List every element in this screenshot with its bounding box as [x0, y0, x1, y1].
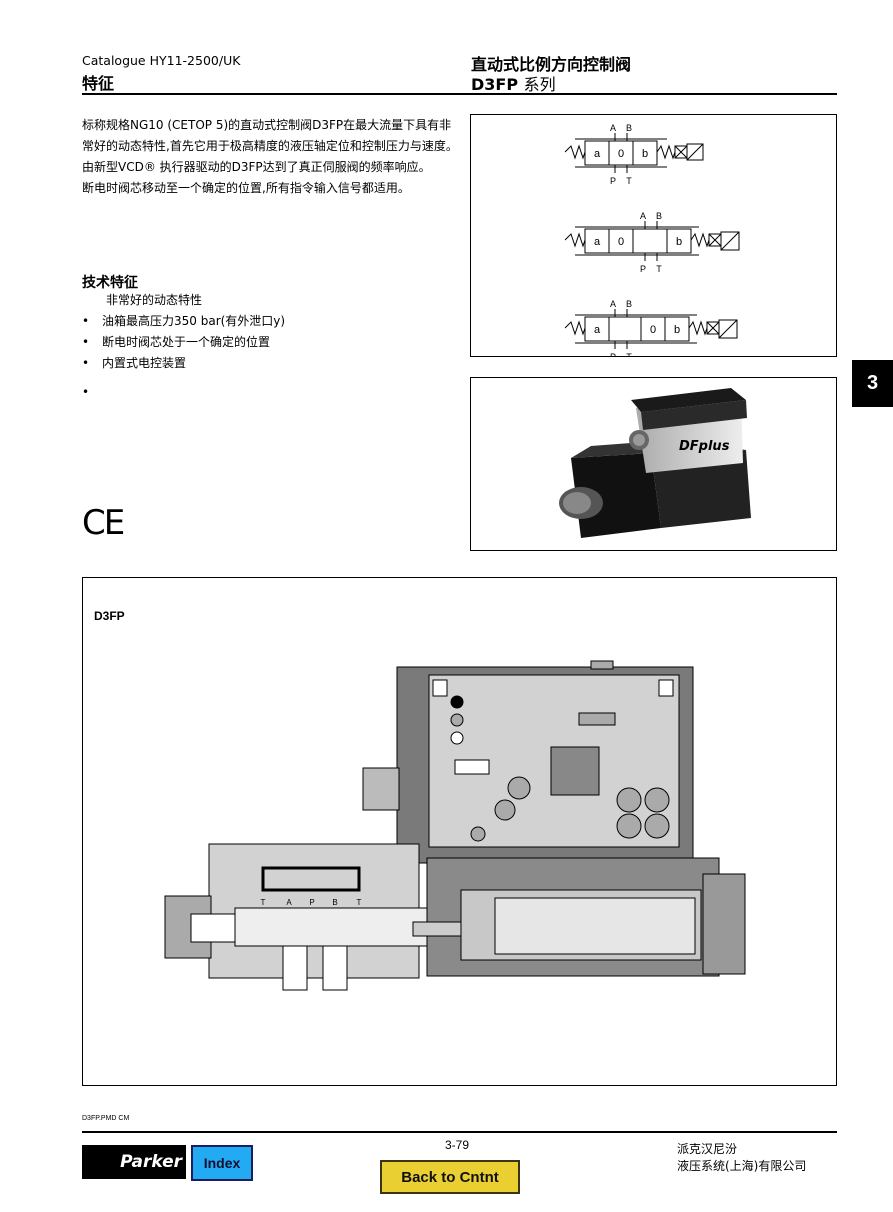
position-label: a [594, 148, 601, 160]
drawing-port-label: T [357, 898, 362, 907]
feature-item: •内置式电控装置 [82, 353, 462, 374]
port-label: B [656, 211, 662, 221]
footer-rule [82, 1131, 837, 1133]
section-title: 特征 [82, 74, 115, 93]
index-button[interactable]: Index [191, 1145, 253, 1181]
chapter-tab: 3 [852, 360, 893, 407]
sectional-drawing-panel: D3FP [82, 577, 837, 1086]
port-label: B [626, 123, 632, 133]
port-label: B [626, 299, 632, 309]
port-label: P [610, 352, 616, 356]
intro-paragraph: 由新型VCD® 执行器驱动的D3FP达到了真正伺服阀的频率响应。 [82, 160, 431, 174]
ce-mark: CE [82, 503, 125, 543]
position-label: b [642, 148, 648, 160]
drawing-port-label: T [261, 898, 266, 907]
hydraulic-symbols-panel: a 0 b A B P T a 0 b A B P T a 0 b A B P … [470, 114, 837, 357]
file-reference: D3FP.PMD CM [82, 1115, 130, 1122]
header-rule [82, 93, 837, 95]
port-label: A [610, 299, 616, 309]
bullet-icon: • [82, 385, 90, 399]
features-list: 非常好的动态特性 •油箱最高压力350 bar(有外泄口y) •断电时阀芯处于一… [82, 290, 462, 403]
intro-paragraph: 标称规格NG10 (CETOP 5)的直动式控制阀D3FP在最大流量下具有非常好… [82, 118, 458, 153]
intro-text: 标称规格NG10 (CETOP 5)的直动式控制阀D3FP在最大流量下具有非常好… [82, 115, 462, 199]
port-label: T [626, 176, 632, 186]
bullet-icon: • [82, 314, 90, 328]
drawing-label: D3FP [94, 609, 125, 623]
product-photo: DFplus [559, 388, 751, 538]
company-name: 派克汉尼汾 [677, 1142, 738, 1156]
drawing-port-label: B [332, 898, 337, 907]
feature-item: •油箱最高压力350 bar(有外泄口y) [82, 311, 462, 332]
port-label: P [610, 176, 616, 186]
position-label: 0 [618, 148, 624, 160]
position-label: b [674, 324, 680, 336]
page-title: 直动式比例方向控制阀 [471, 55, 632, 74]
port-label: T [656, 264, 662, 274]
product-photo-panel: DFplus [470, 377, 837, 551]
page-number: 3-79 [445, 1138, 470, 1152]
drawing-port-label: A [286, 898, 292, 907]
position-label: 0 [618, 236, 624, 248]
feature-item: • [82, 382, 462, 403]
position-label: b [676, 236, 682, 248]
catalogue-number: Catalogue HY11-2500/UK [82, 53, 241, 68]
photo-brand-label: DFplus [679, 439, 730, 454]
port-label: A [610, 123, 616, 133]
back-to-contents-button[interactable]: Back to Cntnt [380, 1160, 520, 1194]
port-label: P [640, 264, 646, 274]
intro-paragraph: 断电时阀芯移动至一个确定的位置,所有指令输入信号都适用。 [82, 181, 410, 195]
series-code: D3FP [471, 75, 519, 94]
feature-item: •断电时阀芯处于一个确定的位置 [82, 332, 462, 353]
series-suffix: 系列 [523, 75, 556, 94]
feature-item: 非常好的动态特性 [106, 293, 203, 307]
position-label: 0 [650, 324, 656, 336]
hydraulic-symbols-drawing: a 0 b A B P T a 0 b A B P T a 0 b A B P … [564, 123, 740, 356]
position-label: a [594, 324, 601, 336]
bullet-icon: • [82, 335, 90, 349]
drawing-port-label: P [309, 898, 314, 907]
port-label: T [626, 352, 632, 356]
position-label: a [594, 236, 601, 248]
series-title: D3FP 系列 [471, 71, 556, 95]
parker-logo: Parker [82, 1145, 186, 1179]
bullet-icon: • [82, 356, 90, 370]
features-title: 技术特征 [82, 275, 138, 291]
sectional-drawing: T A P B T [164, 660, 746, 991]
port-label: A [640, 211, 646, 221]
company-name-line2: 液压系统(上海)有限公司 [677, 1159, 807, 1173]
